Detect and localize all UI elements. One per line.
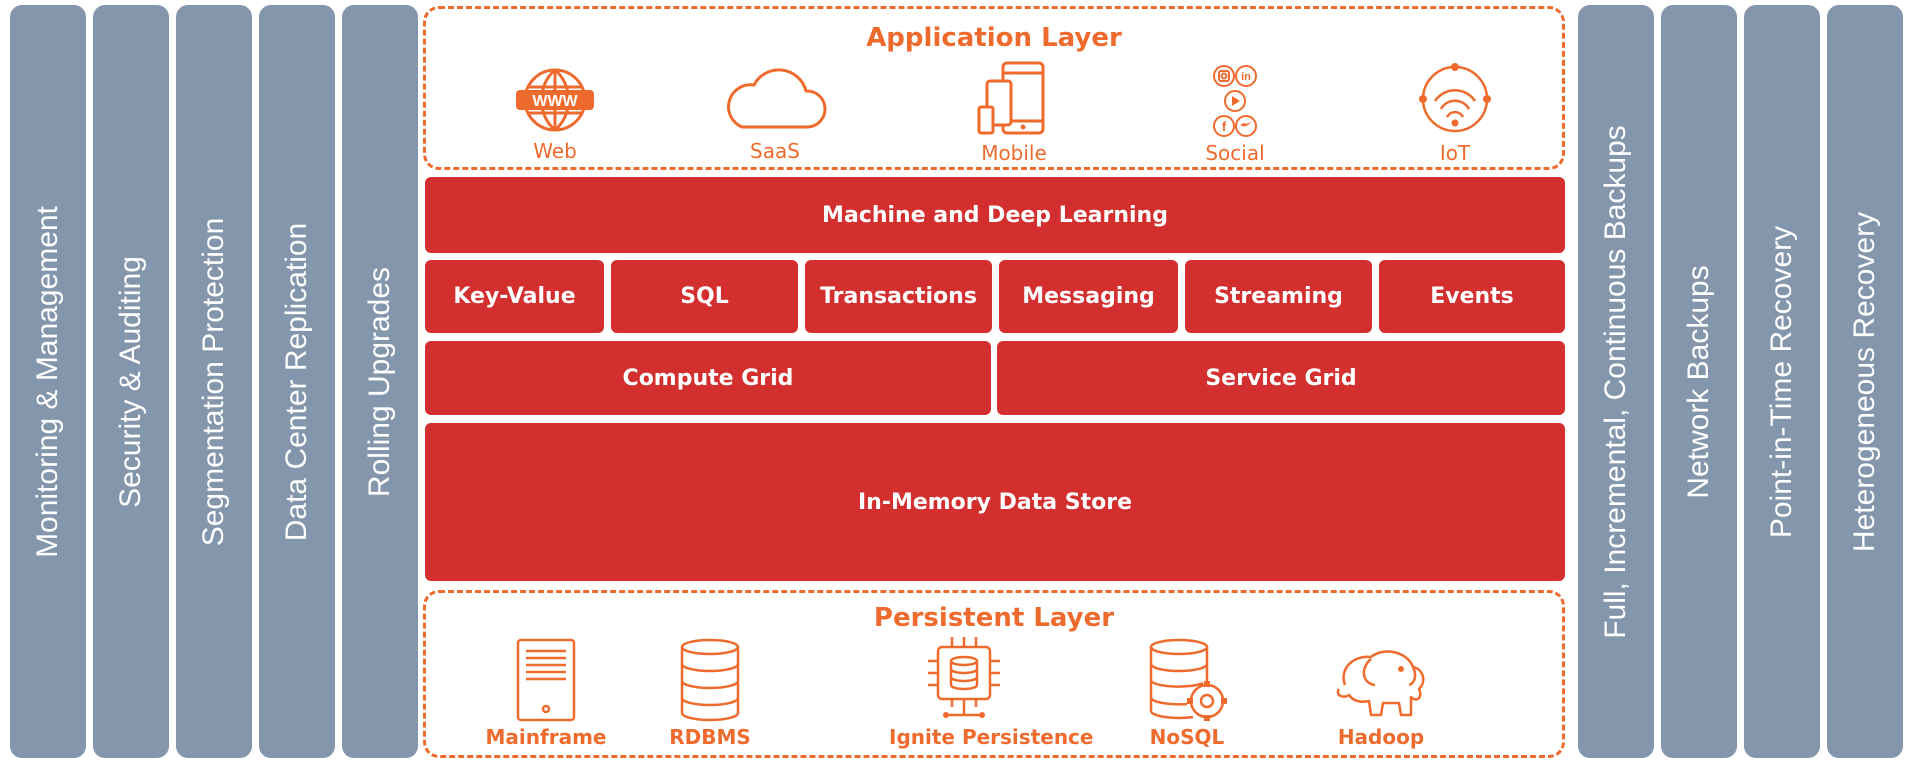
pillar-label: Heterogeneous Recovery — [1848, 211, 1881, 552]
app-item-label: IoT — [1439, 141, 1471, 165]
svg-text:f: f — [1222, 119, 1227, 134]
pillar-data-center-replication: Data Center Replication — [259, 5, 335, 758]
persist-item-label: NoSQL — [1149, 725, 1225, 749]
persist-item-mainframe: Mainframe — [471, 637, 621, 749]
pillar-label: Security & Auditing — [114, 255, 147, 508]
pillar-network-backups: Network Backups — [1661, 5, 1737, 758]
compute-grid-block: Compute Grid — [425, 341, 991, 415]
app-item-label: Mobile — [981, 141, 1047, 165]
pillar-monitoring-management: Monitoring & Management — [10, 5, 86, 758]
social-media-icon: in f — [1213, 65, 1257, 137]
app-item-mobile: Mobile — [939, 59, 1089, 165]
pillar-segmentation-protection: Segmentation Protection — [176, 5, 252, 758]
persist-item-label: Ignite Persistence — [889, 725, 1094, 749]
app-item-saas: SaaS — [700, 63, 850, 163]
persist-item-label: RDBMS — [669, 725, 751, 749]
pillar-full-incremental-continuous-backups: Full, Incremental, Continuous Backups — [1578, 5, 1654, 758]
application-layer: Application Layer WWW Web SaaS — [423, 6, 1565, 170]
api-key-value: Key-Value — [425, 260, 604, 333]
persist-item-nosql: NoSQL — [1112, 637, 1262, 749]
api-events: Events — [1379, 260, 1565, 333]
persist-item-ignite-persistence: Ignite Persistence — [889, 635, 1094, 749]
persist-item-rdbms: RDBMS — [635, 637, 785, 749]
app-item-iot: IoT — [1380, 57, 1530, 165]
pillar-label: Full, Incremental, Continuous Backups — [1599, 124, 1632, 639]
service-grid-block: Service Grid — [997, 341, 1565, 415]
machine-deep-learning-block: Machine and Deep Learning — [425, 177, 1565, 253]
database-icon — [680, 638, 740, 722]
persistent-layer-title: Persistent Layer — [873, 603, 1115, 633]
pillar-label: Network Backups — [1682, 264, 1715, 499]
persist-item-label: Hadoop — [1337, 725, 1425, 749]
pillar-security-auditing: Security & Auditing — [93, 5, 169, 758]
app-item-label: SaaS — [750, 139, 800, 163]
api-sql: SQL — [611, 260, 798, 333]
api-messaging: Messaging — [999, 260, 1178, 333]
devices-icon — [977, 61, 1045, 135]
application-layer-title: Application Layer — [866, 23, 1122, 53]
chip-database-icon — [928, 637, 1000, 718]
mainframe-icon — [516, 638, 576, 722]
app-item-social: in f Social — [1160, 63, 1310, 165]
persist-item-label: Mainframe — [485, 725, 607, 749]
pillar-label: Segmentation Protection — [197, 217, 230, 546]
iot-wifi-icon — [1419, 63, 1491, 133]
pillar-label: Rolling Upgrades — [363, 266, 396, 497]
api-transactions: Transactions — [805, 260, 992, 333]
app-item-label: Web — [533, 139, 577, 163]
pillar-label: Data Center Replication — [280, 222, 313, 541]
pillar-label: Monitoring & Management — [31, 205, 64, 558]
persist-item-hadoop: Hadoop — [1306, 641, 1456, 749]
app-item-label: Social — [1205, 141, 1265, 165]
cloud-icon — [727, 68, 827, 129]
api-streaming: Streaming — [1185, 260, 1372, 333]
svg-text:WWW: WWW — [532, 93, 578, 110]
persistent-layer: Persistent Layer Mainframe — [423, 590, 1565, 758]
in-memory-data-store-block: In-Memory Data Store — [425, 423, 1565, 581]
pillar-point-in-time-recovery: Point-in-Time Recovery — [1744, 5, 1820, 758]
elephant-icon — [1336, 650, 1425, 717]
globe-www-icon: WWW — [516, 68, 594, 132]
pillar-label: Point-in-Time Recovery — [1765, 225, 1798, 538]
svg-text:in: in — [1241, 71, 1251, 83]
database-gear-icon — [1149, 638, 1227, 721]
pillar-heterogeneous-recovery: Heterogeneous Recovery — [1827, 5, 1903, 758]
pillar-rolling-upgrades: Rolling Upgrades — [342, 5, 418, 758]
app-item-web: WWW Web — [480, 63, 630, 163]
